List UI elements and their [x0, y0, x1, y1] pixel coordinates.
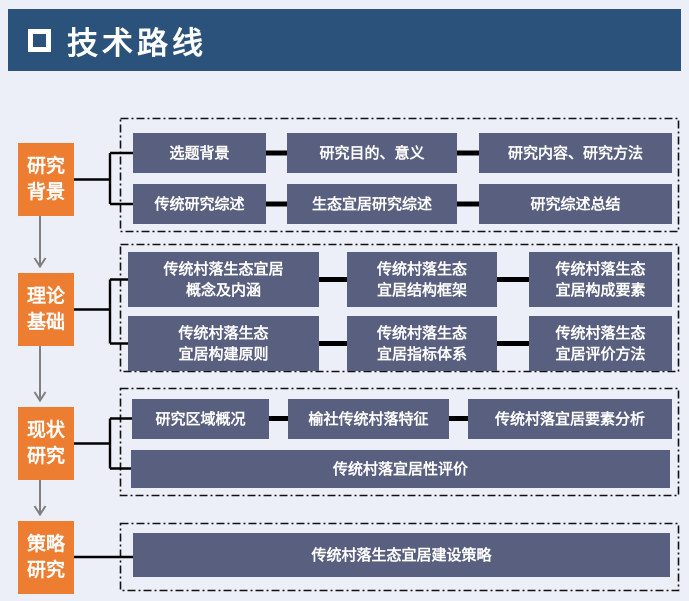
flow-box: 研究目的、意义: [287, 133, 457, 173]
flow-box: 选题背景: [133, 133, 266, 173]
bracket-connector-2: [74, 278, 129, 345]
page-title: 技术路线: [67, 25, 207, 61]
flow-box: 传统村落生态 宜居评价方法: [529, 316, 672, 371]
bracket-connector-3: [74, 417, 133, 470]
stage-box-status-research: 现状 研究: [18, 407, 74, 480]
flow-box: 传统村落生态 宜居构建原则: [128, 316, 319, 371]
down-arrow-2: [33, 346, 47, 403]
stage-box-theory-basis: 理论 基础: [18, 273, 74, 346]
flow-box-wide: 传统村落宜居性评价: [131, 450, 670, 488]
flow-box: 传统村落生态 宜居结构框架: [347, 252, 497, 307]
flow-box: 生态宜居研究综述: [287, 184, 457, 224]
stage-box-strategy-research: 策略 研究: [18, 521, 74, 594]
flow-box-wide: 传统村落生态宜居建设策略: [133, 533, 670, 577]
flow-box: 研究区域概况: [132, 399, 269, 439]
down-arrow-3: [33, 480, 47, 517]
bracket-connector-1: [74, 151, 134, 206]
square-bullet-icon: [28, 28, 51, 52]
stage-box-research-background: 研究 背景: [18, 143, 74, 216]
flow-box: 研究内容、研究方法: [479, 133, 672, 173]
slide-header: 技术路线: [8, 9, 681, 71]
flow-box: 传统村落生态宜居 概念及内涵: [128, 252, 319, 307]
down-arrow-1: [33, 216, 47, 269]
flow-box: 传统村落生态 宜居指标体系: [347, 316, 497, 371]
flow-box: 传统村落生态 宜居构成要素: [529, 252, 672, 307]
flow-box: 传统村落宜居要素分析: [468, 399, 672, 439]
flow-box: 传统研究综述: [133, 184, 266, 224]
flow-box: 研究综述总结: [479, 184, 672, 224]
flow-box: 榆社传统村落特征: [288, 399, 449, 439]
